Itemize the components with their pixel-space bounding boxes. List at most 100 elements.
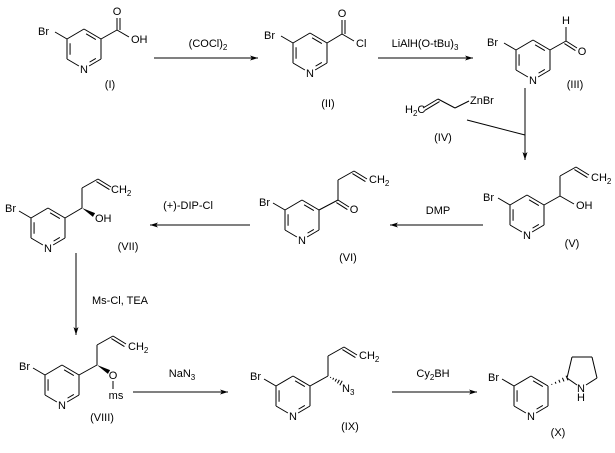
bond [326, 33, 343, 44]
ring-bond [509, 194, 528, 206]
atom-oh: OH [131, 34, 148, 46]
compound-label: (IX) [341, 421, 359, 433]
atom-oh: OH [576, 200, 593, 212]
double-bond-inner [315, 61, 323, 67]
atom-br: Br [487, 37, 498, 49]
bond [100, 29, 118, 40]
atom-ch2: CH2 [591, 172, 612, 186]
double-bond [97, 178, 112, 188]
bonds [18, 18, 598, 414]
bond [64, 207, 83, 219]
compound-VII: Br N OH CH2 (VII) [5, 184, 138, 255]
bond [337, 170, 355, 181]
c-br-bond [54, 31, 68, 40]
atom-o: O [350, 204, 359, 216]
ring-bond [531, 224, 545, 233]
ring-bond [30, 207, 49, 219]
double-bond-inner [294, 380, 306, 388]
atom-br: Br [264, 30, 275, 42]
double-bond-inner [532, 223, 540, 229]
ring-bond [530, 375, 549, 387]
reagent-step4: DMP [426, 205, 450, 217]
hashed-bond [558, 379, 561, 383]
atom-o: O [578, 46, 587, 58]
atom-ch2: CH2 [369, 174, 390, 188]
ring-bond [284, 199, 303, 211]
atom-br: Br [5, 203, 16, 215]
compound-label: (VIII) [90, 412, 114, 424]
double-bond-inner [307, 228, 315, 234]
atom-nh-h: H [577, 392, 585, 404]
reagent-step7: NaN3 [169, 368, 196, 382]
bond [566, 377, 578, 386]
compound-label: (VII) [118, 241, 139, 253]
atom-ch2: CH2 [128, 341, 149, 355]
reagent-step2: LiAlH(O-tBu)3 [392, 38, 459, 52]
double-bond-inner [67, 393, 75, 399]
atom-o: O [109, 370, 118, 382]
atom-o: O [113, 6, 122, 18]
ring-bond [30, 237, 44, 246]
hashed-bond [554, 381, 557, 384]
atom-nh-n: N [577, 383, 585, 395]
c-br-bond [503, 42, 517, 51]
ring-bond [44, 364, 63, 376]
bond [454, 100, 470, 109]
compound-label: (IV) [434, 132, 452, 144]
reagent-step1: (COCl)2 [189, 38, 228, 52]
ring-bond [47, 207, 66, 219]
arrow-head [150, 222, 158, 228]
ring-bond [513, 375, 532, 387]
wedge-bond [82, 208, 96, 217]
atom-h2c: H2C [405, 104, 425, 118]
double-bond [564, 43, 576, 51]
double-bond [342, 349, 356, 358]
double-bond-inner [528, 199, 540, 207]
reagent-step6: Ms-Cl, TEA [92, 295, 149, 307]
atom-ms: ms [109, 390, 124, 402]
double-bond-inner [298, 404, 306, 410]
ring-bond [306, 229, 320, 238]
bond [585, 377, 598, 386]
bond [309, 375, 329, 387]
atom-n: N [44, 243, 52, 255]
ring-bond [61, 364, 80, 376]
arrow-head [73, 327, 79, 335]
arrow-head [469, 389, 477, 395]
c-br-bond [32, 367, 46, 376]
ring-bond [515, 69, 529, 78]
atom-ch2: CH2 [359, 350, 380, 364]
bond [559, 195, 575, 205]
bond [543, 195, 561, 206]
c-br-bond [280, 35, 294, 44]
double-bond [574, 169, 588, 178]
ring-bond [292, 62, 306, 71]
compound-label: (X) [551, 427, 566, 439]
ring-bond [275, 405, 289, 414]
atom-n: N [80, 64, 88, 76]
atom-br: Br [259, 197, 270, 209]
double-bond-inner [89, 57, 97, 63]
compound-IV: H2C ZnBr (IV) [405, 95, 494, 144]
atom-oh: OH [95, 213, 112, 225]
c-br-bond [18, 210, 32, 219]
double-bond [422, 98, 439, 109]
ring-bond [301, 199, 320, 211]
bond [327, 346, 345, 357]
double-bond [337, 199, 350, 208]
double-bond [112, 335, 127, 345]
ring-bond [88, 58, 102, 67]
atom-n: N [58, 400, 66, 412]
ring-bond [532, 39, 551, 51]
compound-IX: Br N N3 CH2 (IX) [250, 350, 380, 433]
compound-V: Br N OH CH2 (V) [483, 172, 612, 250]
bond [318, 199, 339, 211]
double-bond-inner [53, 236, 61, 242]
compound-label: (I) [105, 79, 115, 91]
double-bond [111, 338, 125, 347]
arrow-head [250, 55, 258, 61]
ring-bond [44, 394, 58, 403]
compound-label: (III) [567, 79, 584, 91]
reaction-arrows [73, 55, 528, 395]
